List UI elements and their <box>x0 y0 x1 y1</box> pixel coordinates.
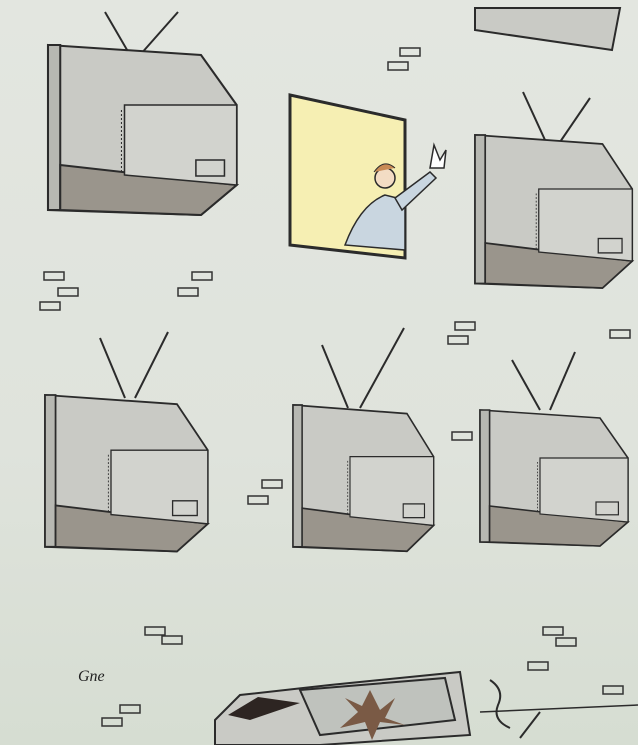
window-with-boy <box>288 93 447 260</box>
tv-bottom-left <box>44 331 209 553</box>
tv-bottom-center <box>292 327 435 553</box>
tv-middle-right <box>474 91 634 289</box>
tv-top-right-partial <box>474 7 622 52</box>
tv-bottom-right <box>479 351 629 547</box>
artist-signature: Gne <box>78 668 105 685</box>
broken-tv <box>214 670 638 745</box>
tv-top-left <box>46 11 238 217</box>
